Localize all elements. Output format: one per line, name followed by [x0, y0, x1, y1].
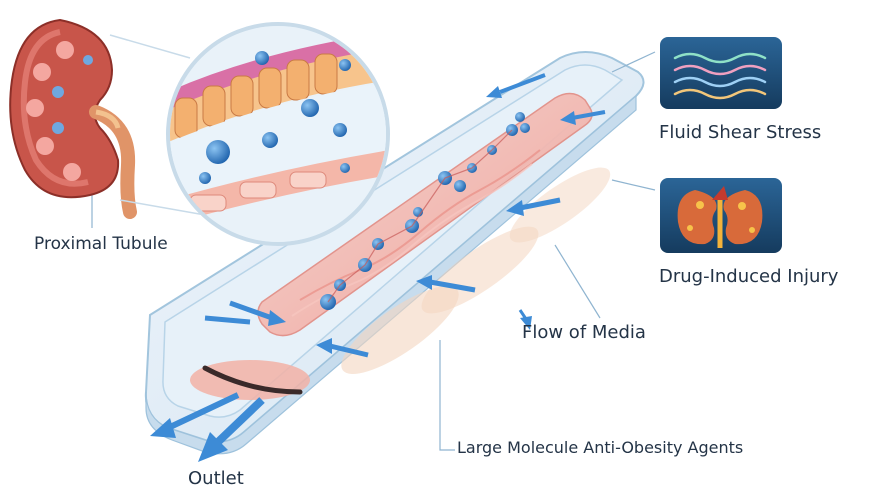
- leader-lines: [91, 51, 656, 451]
- label-drug-induced-injury: Drug-Induced Injury: [659, 266, 839, 287]
- organ-chip: [144, 51, 645, 455]
- kidney-illustration: [9, 18, 137, 219]
- label-flow-of-media: Flow of Media: [522, 322, 646, 343]
- wave-icon: [673, 52, 767, 100]
- molecules: [320, 112, 530, 310]
- label-fluid-shear-stress: Fluid Shear Stress: [659, 122, 822, 143]
- label-outlet: Outlet: [188, 468, 244, 489]
- drug-injury-icon-tile: [660, 178, 782, 253]
- injured-kidney-icon: [677, 186, 763, 248]
- flow-arrows: [150, 73, 606, 462]
- fluid-shear-icon-tile: [660, 37, 782, 109]
- magnified-tubule-inset: [109, 22, 390, 246]
- label-proximal-tubule: Proximal Tubule: [34, 234, 168, 254]
- label-large-molecule-agents: Large Molecule Anti-Obesity Agents: [457, 438, 744, 457]
